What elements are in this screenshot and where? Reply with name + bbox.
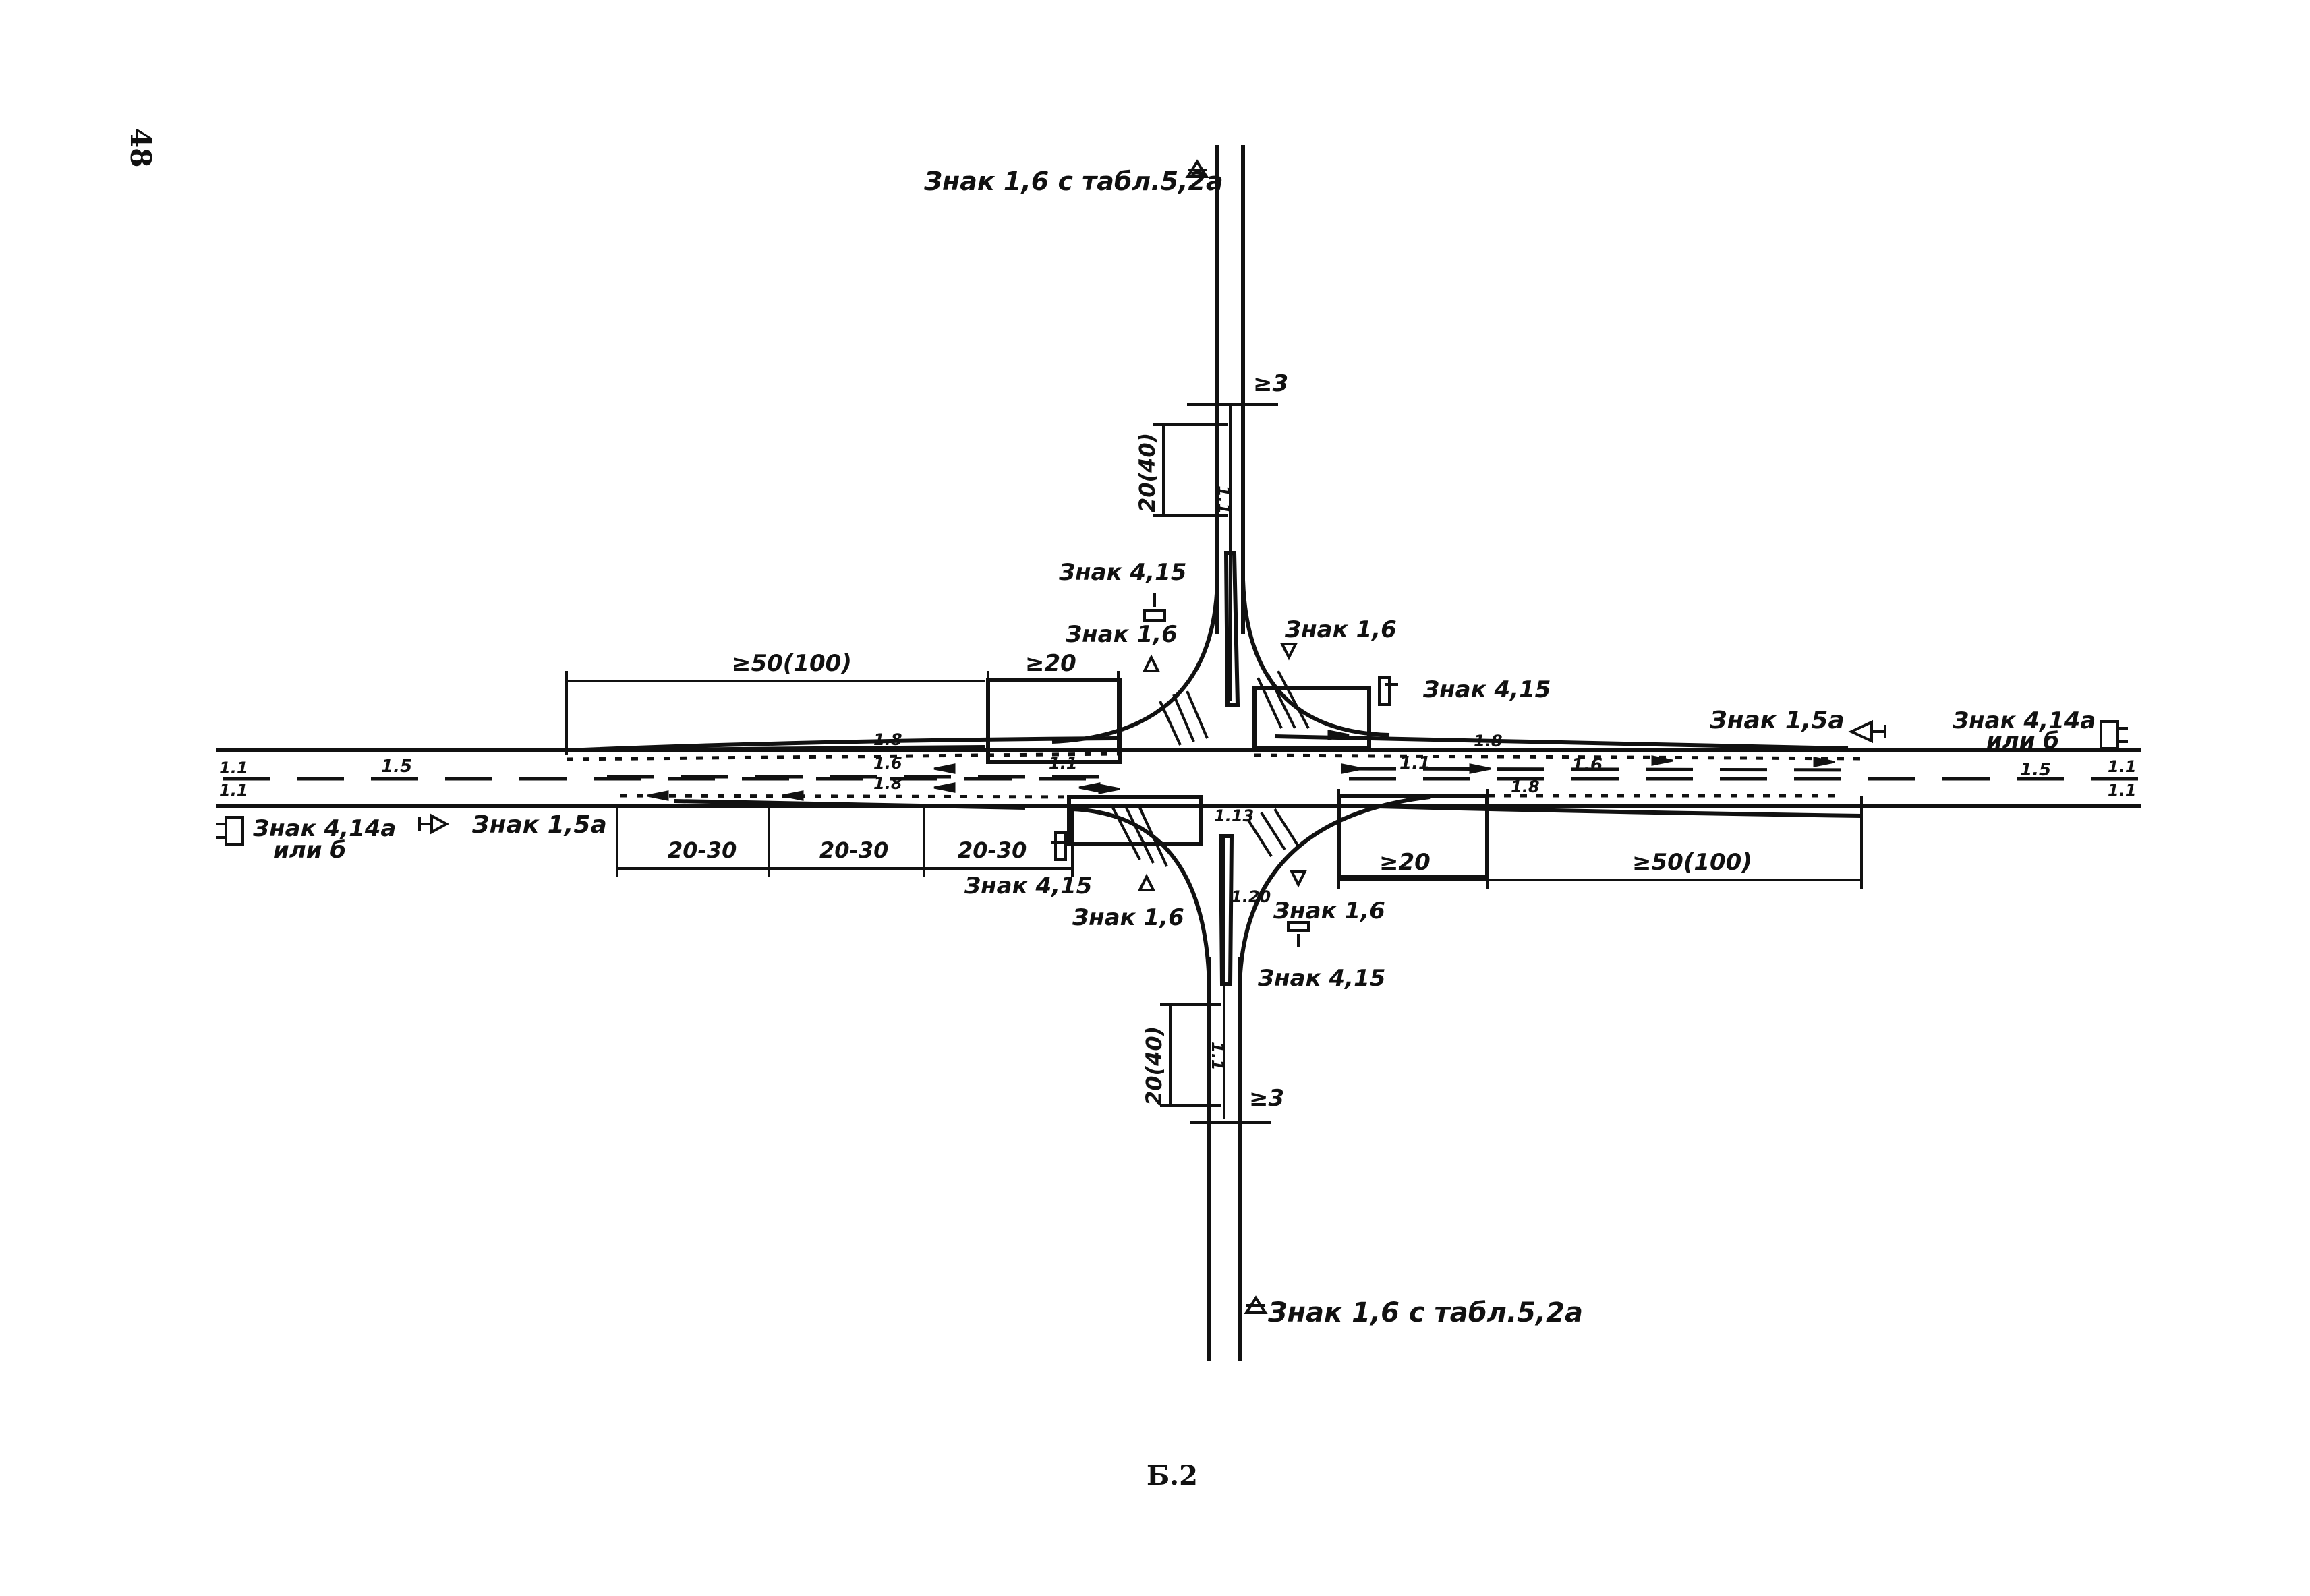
marking-11-w-bot: 1.1 [219, 781, 248, 800]
page-number: 48 [124, 128, 157, 167]
marking-18-w1: 1.8 [873, 730, 902, 749]
south-leg-sw-curve [1072, 807, 1211, 992]
marking-11-nw: 1.1 [1049, 754, 1078, 773]
north-refuge-island [1223, 551, 1240, 707]
figure-caption: Б.2 [1147, 1460, 1198, 1491]
top-sign-label: Знак 1,6 с табл.5,2а [923, 167, 1223, 196]
west-short-label: ≥20 [1025, 650, 1076, 677]
sw-hatch [1111, 807, 1168, 867]
east-taper-label: ≥50(100) [1632, 849, 1752, 876]
bottom-sign-icon [1244, 1295, 1268, 1314]
nw-415-icon [1143, 593, 1166, 622]
top-gap-label: ≥3 [1253, 370, 1288, 397]
marking-15-w: 1.5 [381, 757, 412, 777]
west-15a-label: Знак 1,5а [471, 811, 607, 839]
arrow-6 [1341, 763, 1363, 774]
nw-16-icon [1142, 654, 1161, 672]
nw-16-label: Знак 1,6 [1065, 621, 1178, 648]
ne-16-icon [1279, 643, 1298, 661]
se-415-icon [1287, 921, 1310, 947]
se-415-label: Знак 4,15 [1257, 965, 1385, 992]
seg1-label: 20-30 [668, 837, 737, 863]
west-turn-lane-edge-north [566, 736, 1120, 752]
east-turn-lane-edge-south [1348, 804, 1862, 818]
ne-hatch [1257, 670, 1310, 729]
east-lane-line-16 [1348, 767, 1862, 772]
sign-glyphs [216, 159, 2128, 1314]
ne-415-icon [1378, 676, 1398, 706]
arrow-7 [1469, 763, 1491, 774]
marking-11-south-leg: 1.1 [1208, 1042, 1227, 1071]
marking-11-north-leg: 1.1 [1214, 485, 1233, 514]
marking-113: 1.13 [1214, 806, 1254, 825]
marking-120: 1.20 [1231, 887, 1271, 906]
ne-16-label: Знак 1,6 [1284, 616, 1397, 643]
bottom-len-label: 20(40) [1141, 1026, 1167, 1106]
arrow-4 [1098, 784, 1120, 794]
seg2-label: 20-30 [819, 837, 888, 863]
bottom-sign-label: Знак 1,6 с табл.5,2а [1267, 1297, 1583, 1328]
bottom-gap-label: ≥3 [1249, 1085, 1284, 1112]
south-refuge-island [1218, 834, 1234, 986]
north-leg-ne-curve [1241, 579, 1390, 737]
se-16-label: Знак 1,6 [1273, 897, 1385, 924]
nw-415-label: Знак 4,15 [1058, 559, 1186, 586]
east-15a-label: Знак 1,5а [1709, 707, 1845, 734]
east-lane-line-18 [1254, 753, 1862, 761]
east-414a-label-line1: Знак 4,14а [1952, 707, 2096, 734]
arrow-9 [1813, 757, 1835, 767]
west-south-taper [674, 799, 1026, 810]
west-lane-line-18b [620, 794, 1080, 799]
top-sign-icon [1185, 159, 1209, 178]
arrow-11 [782, 790, 804, 801]
marking-18-e1: 1.8 [1474, 732, 1503, 750]
north-leg-nw-curve [1051, 579, 1219, 744]
east-414a-label-line2: или б [1986, 728, 2059, 755]
secondary-road [1051, 145, 1431, 1361]
marking-16-e: 1.6 [1571, 755, 1602, 775]
south-leg-se-curve [1238, 795, 1431, 992]
sw-415-icon [1051, 831, 1067, 861]
main-road [216, 734, 2141, 818]
marking-11-w-top: 1.1 [219, 759, 248, 777]
west-414a-icon [216, 816, 244, 846]
west-taper-label: ≥50(100) [732, 650, 852, 677]
arrow-10 [647, 790, 669, 801]
arrow-3 [1078, 782, 1101, 793]
lane-arrows [647, 730, 1835, 801]
sw-16-label: Знак 1,6 [1072, 904, 1184, 931]
arrow-8 [1651, 755, 1673, 766]
west-15a-icon [418, 813, 450, 835]
arrow-2 [933, 782, 956, 793]
arrow-5 [1327, 730, 1350, 740]
dimension-lines [565, 403, 1863, 1124]
marking-11-e-top: 1.1 [2108, 757, 2137, 776]
marking-15-e: 1.5 [2020, 760, 2051, 780]
east-north-taper [1274, 734, 1849, 750]
nw-hatch [1159, 690, 1209, 746]
marking-18-e2: 1.8 [1511, 777, 1540, 796]
east-short-label: ≥20 [1379, 849, 1431, 876]
marking-18-w2: 1.8 [873, 774, 902, 793]
east-414a-icon [2100, 720, 2128, 750]
sw-16-icon [1137, 873, 1156, 891]
se-hatch [1246, 808, 1300, 858]
sw-island-box [1067, 795, 1203, 846]
top-len-label: 20(40) [1134, 433, 1160, 512]
se-16-icon [1289, 870, 1308, 888]
marking-16-w: 1.6 [873, 754, 902, 773]
west-414a-label-line1: Знак 4,14а [252, 815, 396, 842]
marking-11-e-bot: 1.1 [2108, 781, 2137, 800]
west-lane-line-18 [566, 752, 1120, 761]
arrow-1 [933, 763, 956, 774]
ne-island-box [1252, 686, 1371, 750]
west-414a-label-line2: или б [273, 837, 346, 864]
east-15a-icon [1848, 719, 1886, 744]
ne-415-label: Знак 4,15 [1422, 676, 1551, 703]
seg3-label: 20-30 [958, 837, 1027, 863]
sw-415-label: Знак 4,15 [964, 873, 1092, 899]
marking-11-ne: 1.1 [1399, 753, 1431, 773]
